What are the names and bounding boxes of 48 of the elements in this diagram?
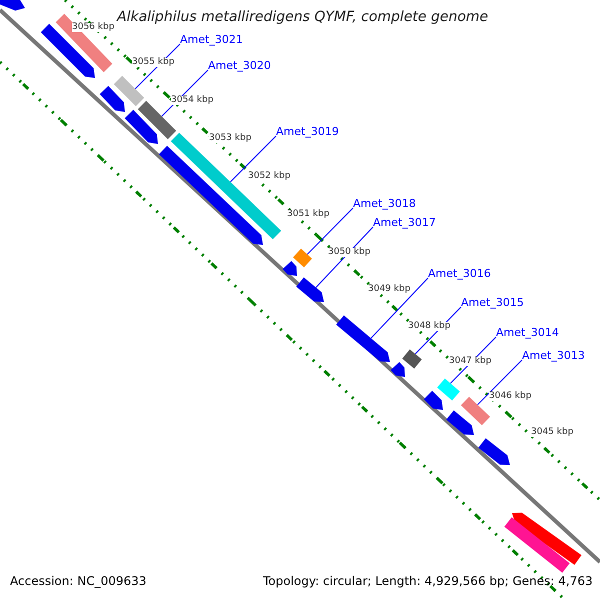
feature-bar <box>293 248 312 268</box>
gene-feature <box>124 110 158 144</box>
diagram-title: Alkaliphilus metalliredigens QYMF, complete genome <box>117 10 488 24</box>
gene-label: Amet_3021 <box>180 34 243 45</box>
gene-feature <box>296 277 324 302</box>
gene-label: Amet_3020 <box>208 60 271 71</box>
scale-label: 3051 kbp <box>287 210 330 219</box>
scale-label: 3053 kbp <box>209 134 252 143</box>
feature-bar <box>138 100 176 140</box>
feature-bar <box>504 517 570 573</box>
gene-feature <box>390 362 405 377</box>
gene-label: Amet_3019 <box>276 126 339 137</box>
footer-text: Accession: NC_009633 <box>10 575 146 587</box>
gene-feature <box>0 0 25 11</box>
gene-feature <box>446 410 474 435</box>
scale-label: 3046 kbp <box>489 392 532 401</box>
gene-label: Amet_3016 <box>428 268 491 279</box>
gene-label: Amet_3013 <box>522 350 585 361</box>
scale-label: 3054 kbp <box>171 96 214 105</box>
gene-feature <box>100 86 125 112</box>
footer-text: Topology: circular; Length: 4,929,566 bp; Genes: 4,763 <box>263 575 593 587</box>
gene-feature <box>40 24 95 78</box>
feature-bar <box>114 76 144 106</box>
scale-label: 3055 kbp <box>132 58 174 67</box>
scale-label: 3045 kbp <box>531 428 574 437</box>
scale-label: 3056 kbp <box>72 23 114 32</box>
feature-bar <box>437 378 460 400</box>
leader-line <box>230 136 276 182</box>
feature-bar <box>56 14 112 72</box>
feature-bar <box>402 349 422 369</box>
feature-bar <box>460 396 490 426</box>
gene-label: Amet_3014 <box>496 327 559 338</box>
gene-label: Amet_3015 <box>461 297 524 308</box>
gene-feature <box>282 261 297 276</box>
gene-feature <box>424 390 443 410</box>
gene-label: Amet_3018 <box>353 198 416 209</box>
scale-label: 3048 kbp <box>408 322 450 331</box>
gene-label: Amet_3017 <box>373 217 436 228</box>
leader-line <box>477 360 522 406</box>
scale-label: 3050 kbp <box>328 248 370 257</box>
gene-feature <box>512 512 582 565</box>
scale-label: 3052 kbp <box>248 172 290 181</box>
gene-feature <box>478 438 510 465</box>
scale-label: 3047 kbp <box>449 357 492 366</box>
leader-line <box>306 208 354 255</box>
gene-feature <box>336 315 390 362</box>
leader-line <box>370 278 428 339</box>
scale-label: 3049 kbp <box>368 285 410 294</box>
